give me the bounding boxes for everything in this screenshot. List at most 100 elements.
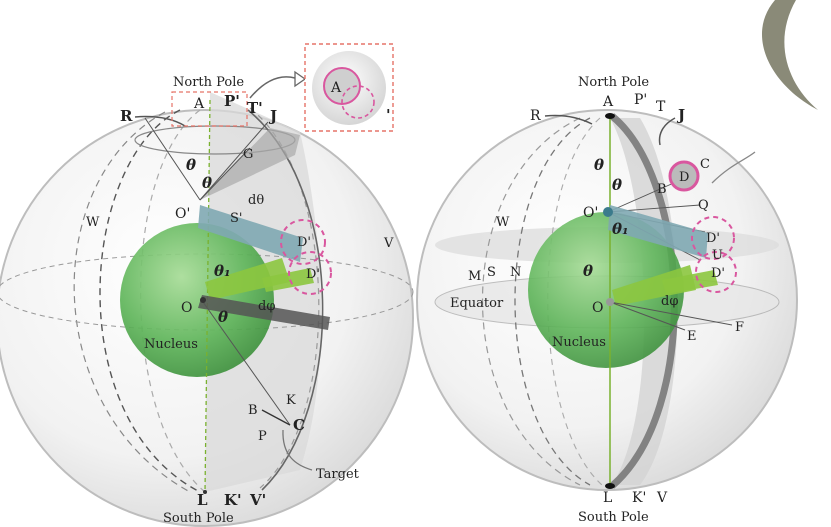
left-dphi: dφ (258, 299, 275, 314)
right-labels: North Pole South Pole Nucleus Equator A … (450, 75, 744, 525)
left-nucleus-label: Nucleus (144, 337, 198, 352)
left-line-o-c (202, 301, 291, 426)
right-label-kprime: K' (632, 490, 646, 506)
left-label-c: C (293, 416, 305, 434)
inset-callout-arrow (249, 76, 296, 99)
right-north-pole-label: North Pole (578, 75, 649, 90)
left-line-oprime-r (144, 117, 201, 201)
left-meridian-2 (73, 111, 191, 493)
right-label-v: V (656, 490, 668, 506)
right-sphere (416, 109, 798, 491)
inset-callout-arrowhead (294, 70, 307, 88)
left-south-dot (203, 490, 207, 494)
right-label-b: B (657, 182, 667, 197)
left-theta-2: θ (202, 174, 212, 192)
left-label-oprime: O' (175, 206, 190, 222)
left-center-dot (200, 297, 206, 303)
right-north-dot (605, 113, 615, 119)
right-r-arrow (544, 114, 593, 125)
left-label-pprime: P' (224, 92, 240, 110)
left-theta-1-sub: θ₁ (214, 262, 231, 280)
right-label-e: E (687, 329, 697, 344)
right-meridian-2 (481, 117, 581, 486)
right-label-n: N (510, 265, 521, 280)
left-label-o: O (181, 300, 192, 316)
left-green-slab-2 (262, 268, 314, 292)
inset-highlight (323, 67, 361, 105)
right-label-pprime: P' (634, 92, 647, 108)
right-j-leader (658, 117, 676, 146)
left-dark-bar (198, 295, 330, 330)
right-label-dprime-2: D' (711, 266, 725, 281)
right-nucleus (528, 212, 684, 368)
right-label-m: M (468, 269, 481, 284)
left-south-pole-label: South Pole (163, 511, 234, 526)
inset-label-a: A (330, 80, 342, 96)
right-theta-3: θ (583, 262, 593, 280)
left-nucleus (120, 223, 274, 377)
left-label-a: A (193, 96, 205, 112)
left-dtheta: dθ (248, 193, 264, 208)
right-dphi: dφ (661, 294, 678, 309)
left-label-sprime: S' (230, 211, 242, 226)
right-label-u: U (712, 248, 723, 263)
right-south-pole-label: South Pole (578, 510, 649, 525)
right-label-l: L (603, 490, 612, 506)
left-top-wedge (200, 128, 300, 200)
left-label-r: R (120, 107, 133, 125)
left-r-arrow (134, 115, 186, 127)
left-line-oprime-g (199, 147, 251, 201)
right-line-o-e (609, 301, 686, 331)
left-sphere (0, 43, 414, 527)
right-label-r: R (530, 108, 541, 124)
right-label-t: T (656, 99, 666, 115)
left-labels: North Pole South Pole Nucleus Target A P… (86, 75, 394, 526)
left-label-tprime: T' (247, 99, 263, 117)
right-highlight-lower (695, 251, 737, 293)
left-label-dprime-2: D' (306, 267, 320, 282)
right-green-slab-2 (662, 270, 718, 294)
left-label-k: K (286, 393, 296, 408)
right-highlight-d (668, 160, 700, 192)
left-line-oprime-j (199, 121, 269, 201)
left-blue-slab (198, 205, 303, 262)
right-label-w: W (496, 215, 510, 230)
right-blue-slab (608, 205, 708, 258)
left-label-g: G (243, 147, 253, 162)
left-highlight-lower (288, 251, 332, 295)
right-o-dot (606, 298, 614, 306)
right-label-f: F (735, 320, 744, 335)
left-theta-1: θ (186, 156, 196, 174)
right-equator-label: Equator (450, 296, 504, 311)
decorative-crescent (761, 0, 818, 110)
right-theta-1: θ (594, 156, 604, 174)
right-label-d: D (679, 170, 689, 185)
right-theta-1-sub: θ₁ (612, 220, 629, 238)
left-meridian-1 (99, 109, 201, 493)
left-label-l: L (197, 491, 208, 509)
left-label-kprime: K' (224, 491, 242, 509)
left-highlight-upper (280, 219, 326, 265)
left-label-vprime: V' (249, 491, 266, 509)
left-label-b: B (248, 403, 258, 418)
left-label-p: P (258, 429, 267, 444)
right-nucleus-label: Nucleus (552, 335, 606, 350)
left-target-leader (282, 429, 313, 471)
left-label-dprime-1: D' (297, 235, 311, 250)
right-line-o-f (609, 301, 733, 326)
inset-dashed-ring (341, 85, 375, 119)
inset-mark: ' (386, 106, 391, 124)
right-highlight-upper (691, 216, 735, 260)
right-oprime-dot (603, 207, 613, 217)
left-label-v: V (383, 236, 394, 251)
right-green-slab-1 (612, 265, 696, 306)
right-label-c: C (700, 157, 710, 172)
right-label-dprime-1: D' (706, 231, 720, 246)
right-label-a: A (602, 94, 614, 110)
right-label-j: J (676, 106, 685, 124)
right-c-leader (711, 151, 756, 184)
right-label-oprime: O' (583, 205, 598, 221)
right-label-q: Q (698, 198, 709, 213)
right-label-s: S (487, 265, 496, 280)
